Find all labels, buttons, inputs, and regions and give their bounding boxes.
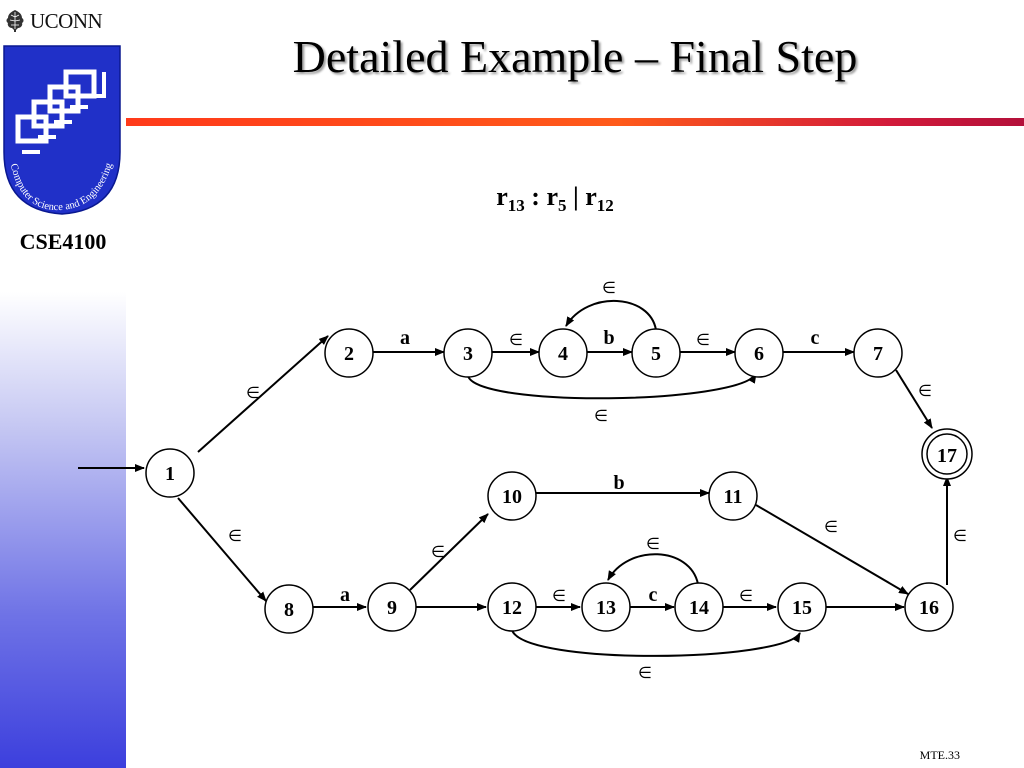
state-15: 15: [777, 582, 827, 632]
svg-text:10: 10: [502, 486, 522, 508]
svg-text:1: 1: [165, 463, 175, 485]
svg-text:7: 7: [873, 343, 883, 365]
state-8: 8: [264, 584, 314, 634]
svg-text:15: 15: [792, 597, 812, 619]
edge-12-15-bypass: [511, 629, 801, 657]
edge-11-16: [755, 504, 909, 595]
edge-1-8: [177, 497, 267, 602]
svg-text:6: 6: [754, 343, 764, 365]
svg-text:12: 12: [502, 597, 522, 619]
label-edge-14-15: ∈: [739, 586, 753, 605]
label-edge-12-13: ∈: [552, 586, 566, 605]
state-16: 16: [904, 582, 954, 632]
label-edge-16-17: ∈: [953, 526, 967, 545]
label-edge-3-4: ∈: [509, 330, 523, 349]
cse-department-seal: Computer Science and Engineering: [3, 45, 121, 215]
label-edge-13-14: c: [649, 584, 658, 606]
computer-monitors-icon: [15, 69, 97, 144]
label-edge-8-9: a: [340, 584, 350, 606]
state-7: 7: [853, 328, 903, 378]
state-4: 4: [538, 328, 588, 378]
svg-text:17: 17: [937, 445, 957, 467]
edge-5-4-loop: [565, 300, 657, 331]
label-edge-7-17: ∈: [918, 381, 932, 400]
svg-text:4: 4: [558, 343, 568, 365]
page-number: MTE.33: [919, 748, 960, 762]
state-17-accepting: 17: [921, 428, 973, 480]
state-3: 3: [443, 328, 493, 378]
label-edge-9-10: ∈: [431, 542, 445, 561]
edge-3-6-bypass: [467, 373, 757, 400]
state-14: 14: [674, 582, 724, 632]
label-edge-14-13: ∈: [646, 534, 660, 553]
label-edge-1-2: ∈: [246, 383, 260, 402]
label-edge-12-15: ∈: [638, 663, 652, 682]
state-11: 11: [708, 471, 758, 521]
svg-text:5: 5: [651, 343, 661, 365]
uconn-logo: UCONN: [4, 6, 103, 36]
state-5: 5: [631, 328, 681, 378]
svg-text:2: 2: [344, 343, 354, 365]
sidebar: UCONN Computer Science and Engineering C…: [0, 0, 126, 768]
svg-text:11: 11: [724, 486, 743, 508]
state-10: 10: [487, 471, 537, 521]
course-code: CSE4100: [19, 229, 107, 254]
svg-text:16: 16: [919, 597, 939, 619]
state-13: 13: [581, 582, 631, 632]
label-edge-5-4: ∈: [602, 278, 616, 297]
svg-text:14: 14: [689, 597, 709, 619]
edge-1-2: [197, 335, 329, 453]
state-1: 1: [145, 448, 195, 498]
svg-text:13: 13: [596, 597, 616, 619]
state-6: 6: [734, 328, 784, 378]
label-edge-1-8: ∈: [228, 526, 242, 545]
slide-title: Detailed Example – Final Step: [292, 31, 858, 82]
state-9: 9: [367, 582, 417, 632]
title-underline: [126, 118, 1024, 126]
edge-7-17: [895, 369, 933, 429]
label-edge-10-11: b: [613, 472, 624, 494]
svg-text:9: 9: [387, 597, 397, 619]
oak-leaf-icon: [6, 10, 24, 32]
label-edge-11-16: ∈: [824, 517, 838, 536]
state-2: 2: [324, 328, 374, 378]
state-12: 12: [487, 582, 537, 632]
svg-text:8: 8: [284, 599, 294, 621]
label-edge-2-3: a: [400, 327, 410, 349]
label-edge-3-6: ∈: [594, 406, 608, 425]
edge-9-10: [409, 513, 489, 591]
regex-expression: r13 : r5 | r12: [496, 182, 614, 216]
label-edge-4-5: b: [603, 327, 614, 349]
edge-14-13-loop: [607, 553, 699, 585]
label-edge-5-6: ∈: [696, 330, 710, 349]
label-edge-6-7: c: [811, 327, 820, 349]
svg-text:3: 3: [463, 343, 473, 365]
university-name: UCONN: [30, 8, 103, 33]
